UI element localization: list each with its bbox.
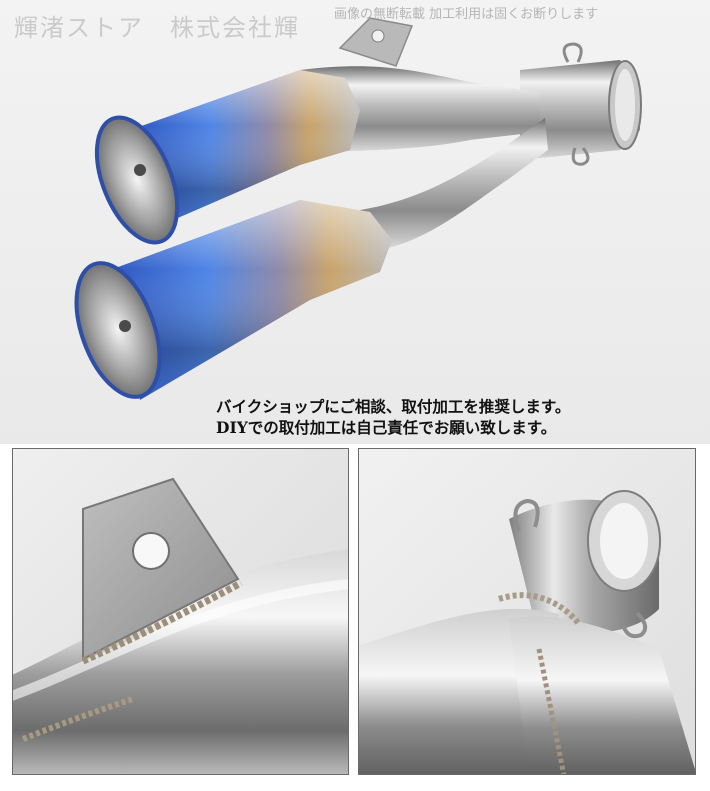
inlet-weld-detail-photo [358, 448, 696, 775]
upper-muffler [94, 70, 360, 245]
inlet-pipe [520, 42, 642, 166]
lower-branch [360, 118, 548, 250]
bracket-weld-illustration [13, 449, 348, 774]
copyright-watermark: 画像の無断転載 加工利用は固くお断りします [334, 7, 599, 22]
inlet-weld-illustration [359, 449, 695, 774]
shop-watermark: 輝渚ストア 株式会社輝 [14, 14, 300, 42]
upper-branch [300, 17, 540, 152]
main-product-photo: 輝渚ストア 株式会社輝 画像の無断転載 加工利用は固くお断りします バイクショッ… [0, 0, 710, 444]
caption-line-2: DIYでの取付加工は自己責任でお願い致します。 [216, 418, 557, 437]
caption-line-1: バイクショップにご相談、取付加工を推奨します。 [216, 397, 571, 416]
exhaust-illustration [74, 17, 642, 400]
installation-caption: バイクショップにご相談、取付加工を推奨します。 DIYでの取付加工は自己責任でお… [216, 396, 570, 438]
bracket-weld-detail-photo [12, 448, 349, 775]
lower-muffler [74, 200, 392, 400]
